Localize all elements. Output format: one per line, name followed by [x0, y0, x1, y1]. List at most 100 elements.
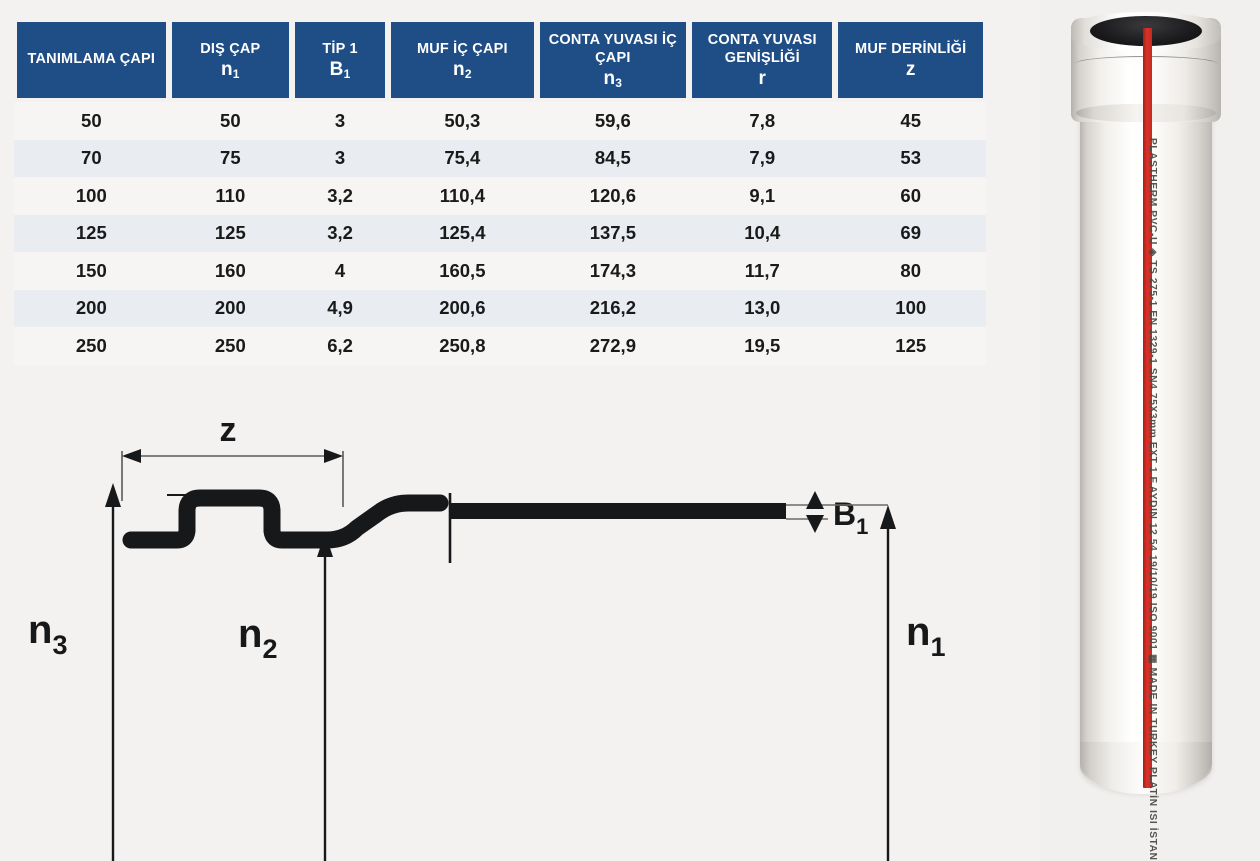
table-cell: 125: [14, 214, 169, 252]
column-header-tanimlama-capi: TANIMLAMA ÇAPI: [14, 20, 169, 102]
pvc-pipe-image: PLASTHERM PVC-U ◈ TS 275-1 EN 1329-1 SN4…: [1040, 0, 1260, 861]
dimension-label-n3: n3: [28, 608, 67, 660]
column-header-symbol: B1: [329, 59, 351, 82]
table-cell: 9,1: [689, 177, 836, 215]
column-header-muf-derinligi: MUF DERİNLİĞİ z: [835, 20, 986, 102]
dimension-label-b1: B1: [833, 496, 868, 539]
table-cell: 120,6: [536, 177, 690, 215]
column-header-muf-ic-capi: MUF İÇ ÇAPI n2: [388, 20, 537, 102]
table-cell: 174,3: [536, 252, 690, 290]
column-header-conta-yuvasi-genisligi: CONTA YUVASI GENİŞLİĞİ r: [689, 20, 836, 102]
dimension-n3: [105, 483, 121, 861]
z-arrow-right: [324, 449, 343, 463]
table-cell: 250,8: [388, 327, 537, 365]
pipe-upper-spigot: [449, 503, 786, 519]
table-cell: 200: [168, 289, 292, 327]
column-header-symbol: n3: [603, 67, 623, 90]
table-cell: 200: [14, 289, 169, 327]
table-cell: 200,6: [388, 289, 537, 327]
left-content-panel: TANIMLAMA ÇAPI DIŞ ÇAP n1 TİP 1 B1 MUF İ…: [0, 20, 1040, 861]
table-cell: 3: [292, 139, 389, 177]
column-header-dis-cap: DIŞ ÇAP n1: [168, 20, 292, 102]
table-cell: 7,9: [689, 139, 836, 177]
column-header-symbol: n2: [453, 59, 472, 82]
dimension-label-z: z: [220, 411, 237, 449]
table-cell: 160,5: [388, 252, 537, 290]
table-cell: 11,7: [689, 252, 836, 290]
table-cell: 160: [168, 252, 292, 290]
n3-arrow-top: [105, 483, 121, 507]
table-cell: 13,0: [689, 289, 836, 327]
column-header-title: MUF İÇ ÇAPI: [416, 40, 508, 57]
dimension-label-n1: n1: [906, 610, 945, 662]
table-cell: 3,2: [292, 177, 389, 215]
table-cell: 250: [168, 327, 292, 365]
table-cell: 60: [835, 177, 986, 215]
table-cell: 50: [168, 102, 292, 140]
pipe-printed-marking: PLASTHERM PVC-U ◈ TS 275-1 EN 1329-1 SN4…: [1147, 138, 1158, 861]
table-cell: 50,3: [388, 102, 537, 140]
table-cell: 59,6: [536, 102, 690, 140]
table-cell: 75,4: [388, 139, 537, 177]
column-header-symbol: z: [905, 59, 916, 81]
column-header-title: CONTA YUVASI GENİŞLİĞİ: [707, 32, 817, 66]
table-cell: 10,4: [689, 214, 836, 252]
table-cell: 4,9: [292, 289, 389, 327]
table-cell: 84,5: [536, 139, 690, 177]
column-header-title: TANIMLAMA ÇAPI: [27, 51, 156, 68]
n2-arrow-top: [317, 533, 333, 557]
table-cell: 69: [835, 214, 986, 252]
table-cell: 125,4: [388, 214, 537, 252]
table-cell: 45: [835, 102, 986, 140]
table-cell: 70: [14, 139, 169, 177]
table-cell: 4: [292, 252, 389, 290]
table-cell: 6,2: [292, 327, 389, 365]
table-cell: 110,4: [388, 177, 537, 215]
column-header-title: MUF DERİNLİĞİ: [855, 40, 967, 57]
b1-arrow-top: [806, 491, 824, 509]
table-cell: 110: [168, 177, 292, 215]
column-header-title: DIŞ ÇAP: [200, 40, 261, 57]
dimension-z: [121, 451, 344, 507]
column-header-symbol: r: [758, 67, 767, 89]
column-header-tip-1: TİP 1 B1: [292, 20, 389, 102]
table-cell: 53: [835, 139, 986, 177]
z-arrow-left: [122, 449, 141, 463]
table-cell: 75: [168, 139, 292, 177]
pipe-dimensions-table: TANIMLAMA ÇAPI DIŞ ÇAP n1 TİP 1 B1 MUF İ…: [14, 20, 986, 365]
column-header-title: TİP 1: [322, 40, 358, 57]
pipe-red-stripe: [1143, 28, 1152, 788]
table-cell: 80: [835, 252, 986, 290]
n1-dim-group: [880, 505, 896, 861]
table-cell: 3: [292, 102, 389, 140]
table-cell: 150: [14, 252, 169, 290]
pipe-photo-panel: PLASTHERM PVC-U ◈ TS 275-1 EN 1329-1 SN4…: [1040, 0, 1260, 861]
n1-arrow-top: [880, 505, 896, 529]
pipe-cross-section-diagram: z n3: [0, 395, 1040, 861]
column-header-conta-yuvasi-ic-capi: CONTA YUVASI İÇ ÇAPI n3: [536, 20, 690, 102]
dimension-n2: [317, 533, 333, 861]
table-cell: 19,5: [689, 327, 836, 365]
table-cell: 137,5: [536, 214, 690, 252]
table-cell: 250: [14, 327, 169, 365]
table-cell: 272,9: [536, 327, 690, 365]
table-cell: 216,2: [536, 289, 690, 327]
table-header-row: TANIMLAMA ÇAPI DIŞ ÇAP n1 TİP 1 B1 MUF İ…: [14, 20, 986, 102]
table-cell: 125: [168, 214, 292, 252]
table-cell: 100: [835, 289, 986, 327]
pipe-upper-wall: [122, 489, 449, 549]
table-cell: 7,8: [689, 102, 836, 140]
table-header: TANIMLAMA ÇAPI DIŞ ÇAP n1 TİP 1 B1 MUF İ…: [14, 20, 986, 102]
table-cell: 100: [14, 177, 169, 215]
table-cell: 125: [835, 327, 986, 365]
table-cell: 3,2: [292, 214, 389, 252]
